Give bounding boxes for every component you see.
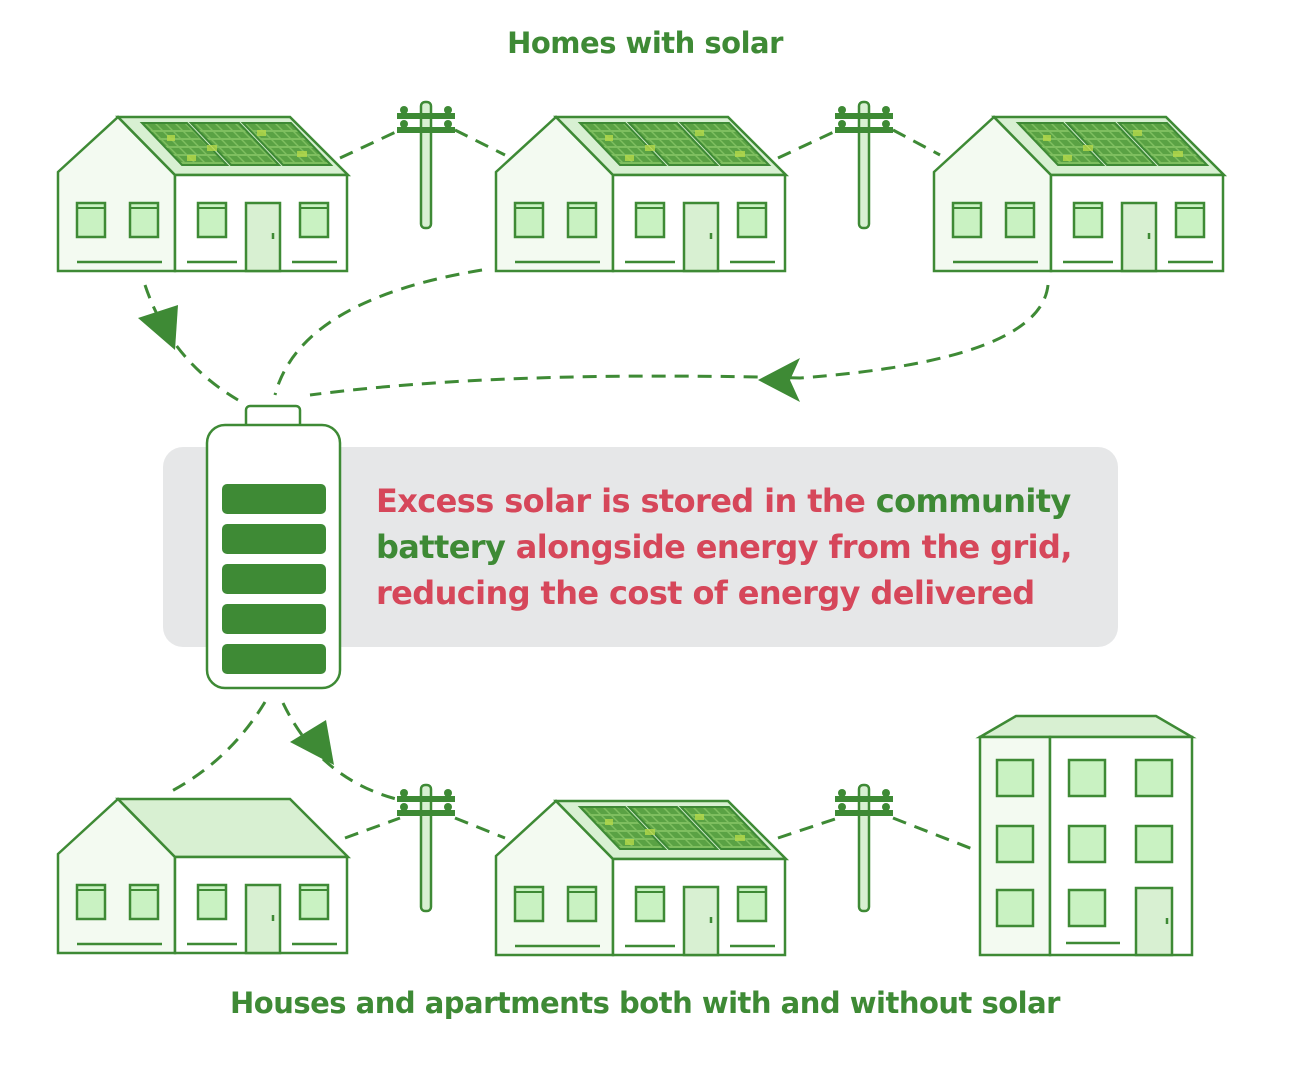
message-panel [163, 447, 1118, 647]
community-battery-icon [205, 404, 342, 690]
arrow-down-icon [290, 720, 334, 765]
wire [777, 816, 839, 840]
house-without-solar [56, 797, 350, 955]
wire [339, 128, 401, 160]
message-text: Excess solar is stored in the community … [376, 478, 1096, 616]
flow-house2-to-battery [273, 268, 483, 396]
battery-charge-bar [222, 564, 326, 594]
message-highlight: community battery [376, 482, 1071, 566]
wire [344, 816, 401, 840]
wire [892, 128, 941, 157]
wire [777, 128, 839, 160]
wire [454, 128, 506, 157]
energy-flow-lines [143, 128, 1050, 852]
power-pole-icon [395, 100, 457, 230]
bottom-title: Houses and apartments both with and with… [230, 986, 1060, 1020]
battery-charge-bar [222, 604, 326, 634]
wire [892, 816, 976, 852]
arrow-down-icon [138, 305, 178, 350]
power-pole-icon [833, 100, 895, 230]
arrow-left-icon [758, 358, 800, 402]
message-part: Excess solar is stored in the [376, 482, 876, 520]
battery-charge-bar [222, 484, 326, 514]
apartment-building [975, 714, 1197, 957]
top-title: Homes with solar [507, 26, 783, 60]
flow-house1-to-battery [143, 284, 239, 402]
flow-battery-to-pole [281, 702, 401, 802]
battery-charge-bar [222, 524, 326, 554]
message-part: alongside energy from the grid, reducing… [376, 528, 1072, 612]
flow-house3-to-battery [309, 284, 1050, 397]
flow-battery-to-house4 [169, 701, 267, 794]
wire [454, 816, 506, 840]
power-pole-icon [395, 783, 457, 913]
power-pole-icon [833, 783, 895, 913]
battery-charge-bar [222, 644, 326, 674]
